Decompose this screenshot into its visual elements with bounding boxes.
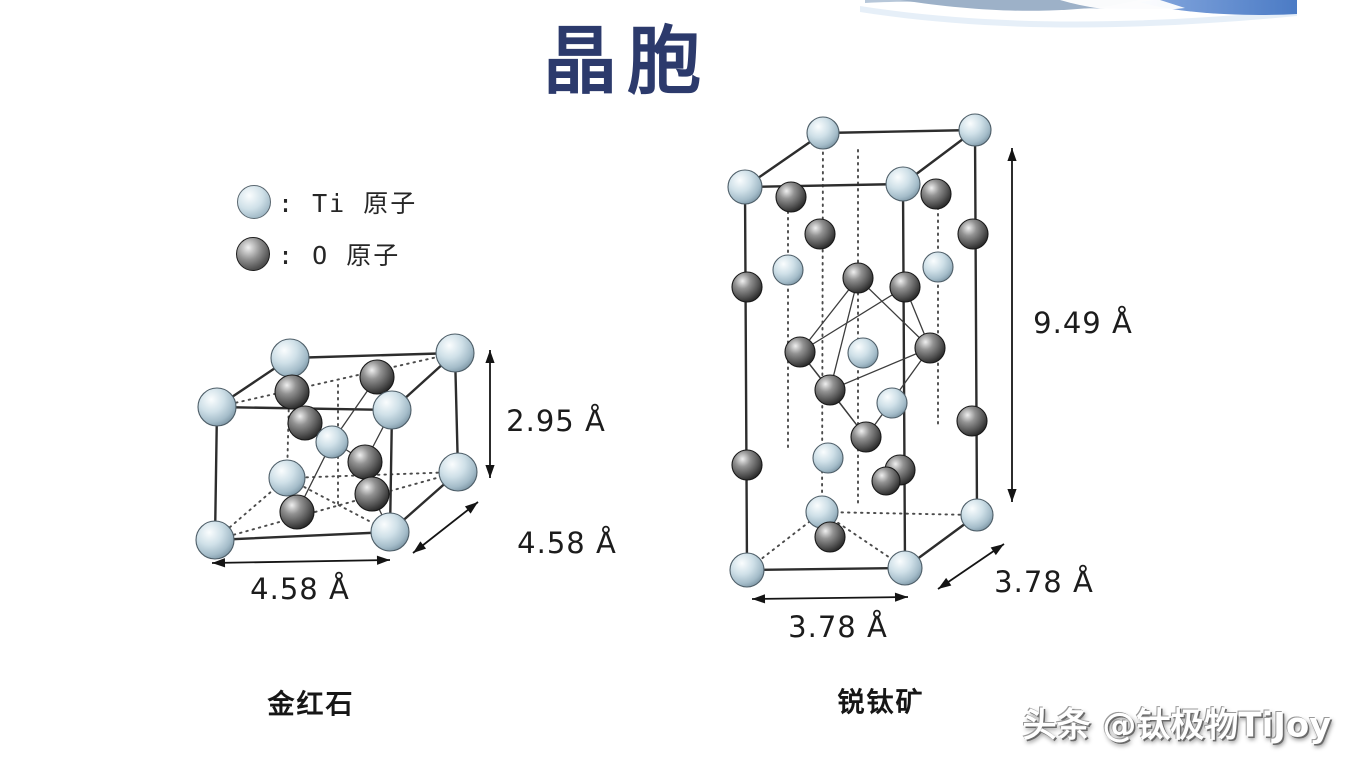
rutile-structure [195,333,478,560]
rutile-height-label: 2.95 Å [506,404,606,438]
rutile-name-label: 金红石 [267,689,355,721]
watermark: 头条 @钛极物TiJoy [1022,705,1332,746]
legend-label-o: : O 原子 [278,241,401,270]
anatase-depth-arrow [937,543,1005,590]
anatase-structure [727,113,994,588]
rutile-width-label: 4.58 Å [250,572,350,606]
anatase-width-arrow [751,592,909,604]
header-swoosh-decoration [860,0,1297,28]
rutile-depth-arrow [412,501,479,554]
anatase-width-label: 3.78 Å [788,610,888,644]
anatase-height-arrow [1007,148,1017,502]
page-title: 晶胞 [543,18,711,105]
anatase-height-label: 9.49 Å [1033,306,1133,340]
o-atom-sphere-icon [236,237,270,271]
rutile-width-arrow [211,555,391,568]
anatase-name-label: 锐钛矿 [837,687,925,719]
rutile-height-arrow [485,350,495,478]
ti-atom-sphere-icon [237,185,271,219]
rutile-depth-label: 4.58 Å [517,526,617,560]
legend-label-ti: : Ti 原子 [278,189,418,218]
anatase-depth-label: 3.78 Å [994,565,1094,599]
